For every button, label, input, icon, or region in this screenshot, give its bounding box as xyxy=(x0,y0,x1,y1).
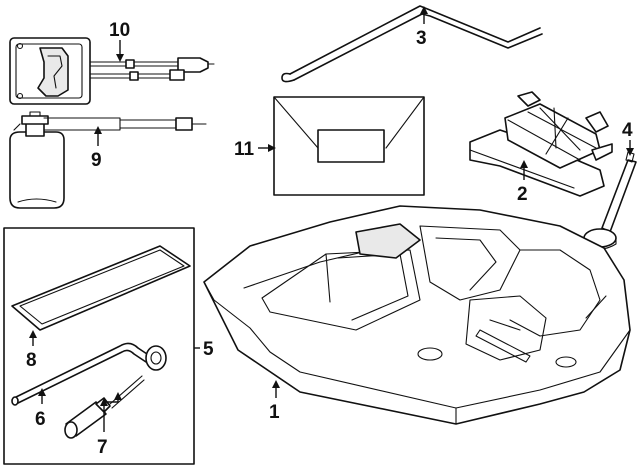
callout-9: 9 xyxy=(91,150,102,171)
tire-inflator-compressor xyxy=(9,37,215,105)
callout-3: 3 xyxy=(416,28,427,49)
callout-1: 1 xyxy=(269,402,280,423)
tire-sealant-bottle xyxy=(9,111,207,209)
callout-leaders xyxy=(29,6,634,432)
callout-8: 8 xyxy=(26,350,37,371)
callout-5: 5 xyxy=(203,339,214,360)
callout-11: 11 xyxy=(234,139,255,160)
callout-6: 6 xyxy=(35,409,46,430)
scissor-jack xyxy=(469,91,613,197)
callout-4: 4 xyxy=(622,120,633,141)
instruction-label xyxy=(273,96,425,196)
jack-handle xyxy=(281,5,543,83)
trunk-tool-tray xyxy=(203,205,631,425)
callout-10: 10 xyxy=(109,20,130,41)
callout-7: 7 xyxy=(97,437,108,458)
callout-2: 2 xyxy=(517,184,528,205)
tool-kit-group xyxy=(3,227,195,465)
